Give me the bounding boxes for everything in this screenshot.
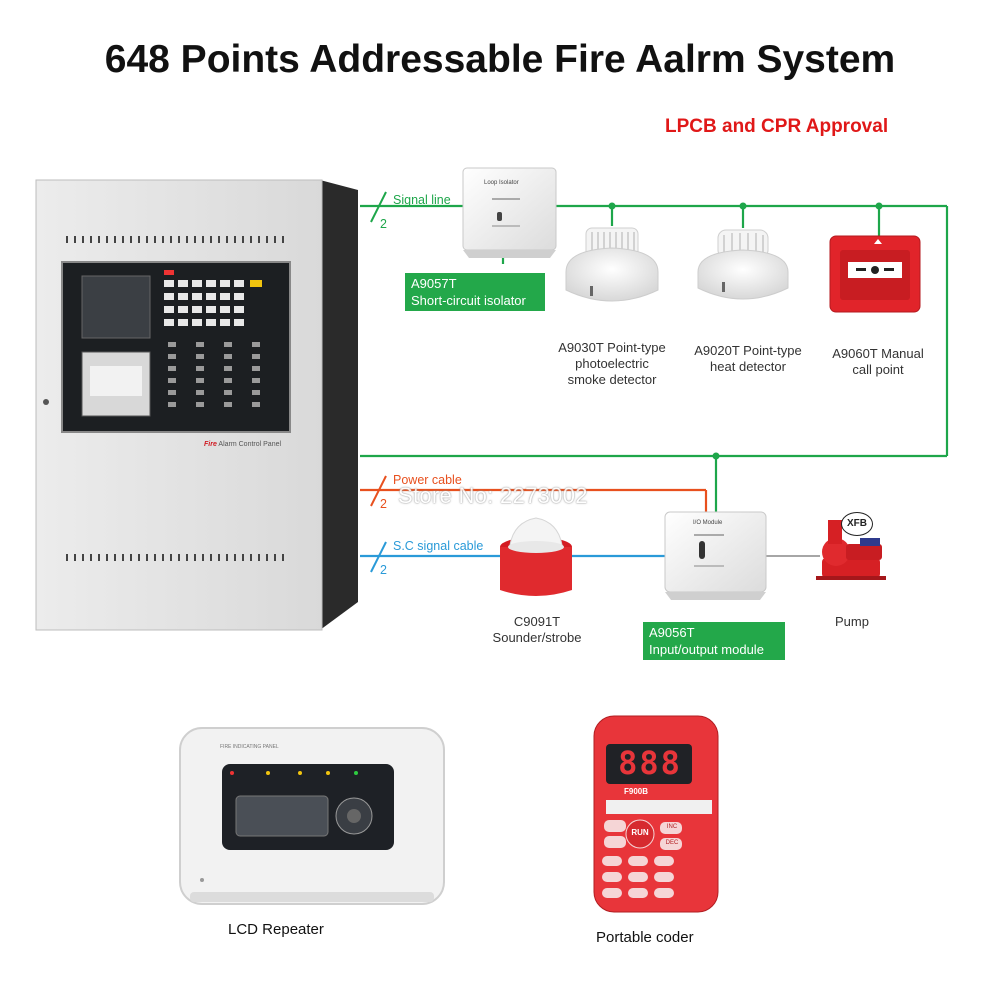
power-cable-count: 2 [380, 497, 387, 511]
smoke-line3: smoke detector [567, 372, 657, 387]
sc-cable-count: 2 [380, 563, 387, 577]
power-tick [370, 475, 387, 507]
heat-line1: A9020T Point-type [694, 343, 802, 358]
panel-label: Fire Alarm Control Panel [204, 441, 281, 448]
sounder-caption: C9091T Sounder/strobe [478, 614, 596, 646]
repeater-caption: LCD Repeater [228, 921, 324, 938]
pump [816, 520, 886, 580]
coder-run-key: RUN [631, 828, 649, 837]
portable-coder-device [593, 715, 719, 913]
control-panel-cabinet [35, 179, 358, 631]
sounder-strobe [500, 517, 572, 596]
signal-tick [370, 191, 387, 223]
manual-call-point [829, 235, 921, 313]
isolator-name: Short-circuit isolator [411, 293, 526, 308]
smoke-detector-caption: A9030T Point-type photoelectric smoke de… [553, 340, 671, 388]
signal-junctions [608, 202, 883, 460]
sc-cable-label: S.C signal cable [393, 539, 484, 553]
power-cable-label: Power cable [393, 473, 462, 487]
isolator-device [462, 167, 557, 258]
smoke-line1: A9030T Point-type [558, 340, 666, 355]
power-cable [360, 488, 708, 512]
io-face-text: I/O Module [693, 520, 723, 526]
isolator-label: A9057T Short-circuit isolator [405, 273, 545, 311]
panel-label-rest: Alarm Control Panel [218, 441, 282, 448]
heat-detector [697, 229, 789, 300]
sounder-line2: Sounder/strobe [492, 630, 582, 645]
io-code: A9056T [649, 625, 695, 640]
io-label: A9056T Input/output module [643, 622, 785, 660]
callpoint-line2: call point [852, 362, 904, 377]
coder-caption: Portable coder [596, 929, 694, 946]
store-watermark: Store No: 2273002 [398, 483, 588, 508]
heat-detector-caption: A9020T Point-type heat detector [688, 343, 808, 375]
io-name: Input/output module [649, 642, 764, 657]
call-point-caption: A9060T Manual call point [822, 346, 934, 378]
pump-caption: Pump [835, 614, 869, 629]
approval-text: LPCB and CPR Approval [665, 116, 889, 137]
lcd-repeater-device [179, 727, 445, 905]
coder-display: 888 [618, 744, 682, 782]
isolator-face-text: Loop Isolator [484, 180, 519, 186]
smoke-detector [565, 227, 659, 302]
sc-tick [370, 541, 387, 573]
io-module [664, 511, 767, 600]
smoke-line2: photoelectric [575, 356, 649, 371]
repeater-panel-text: FIRE INDICATING PANEL [220, 744, 279, 750]
signal-line-count: 2 [380, 217, 387, 231]
page-title: 648 Points Addressable Fire Aalrm System [104, 38, 896, 81]
coder-inc-key: INC [666, 824, 678, 830]
signal-line-label: Signal line [393, 193, 451, 207]
sounder-line1: C9091T [513, 614, 561, 629]
heat-line2: heat detector [710, 359, 786, 374]
isolator-code: A9057T [411, 276, 457, 291]
coder-dec-key: DEC [665, 840, 679, 846]
callpoint-line1: A9060T Manual [832, 346, 924, 361]
panel-label-brand: Fire [204, 441, 217, 448]
pump-badge: XFB [841, 512, 873, 536]
coder-brand: F900B [624, 787, 649, 796]
